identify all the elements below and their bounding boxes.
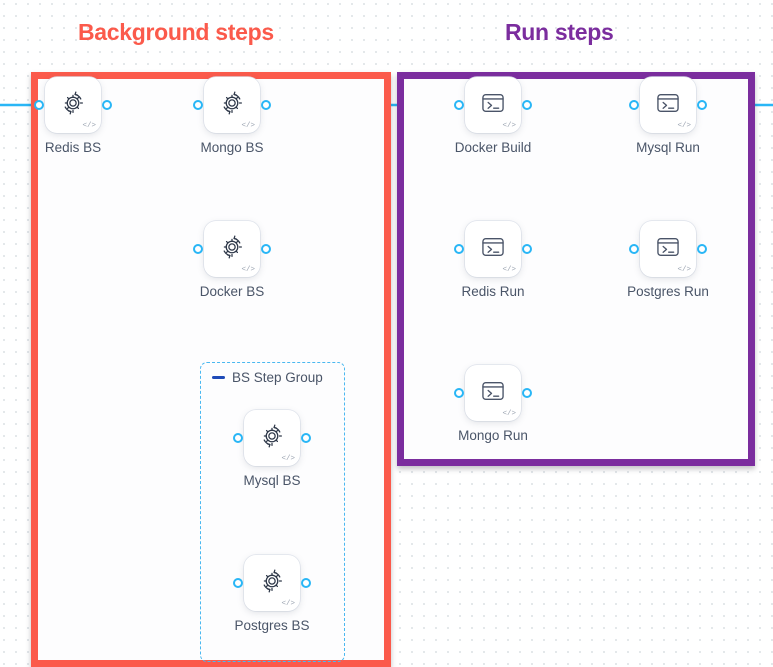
node-output-port[interactable] <box>522 100 532 110</box>
node-output-port[interactable] <box>697 244 707 254</box>
terminal-icon <box>479 233 507 261</box>
node-card[interactable]: </> <box>204 77 260 133</box>
node-code-badge: </> <box>502 265 516 274</box>
node-code-badge: </> <box>241 121 255 130</box>
node-label: Postgres Run <box>627 284 709 299</box>
node-card[interactable]: </> <box>465 221 521 277</box>
background-step-icon <box>59 89 87 117</box>
node-card[interactable]: </> <box>640 221 696 277</box>
step-group-header[interactable]: BS Step Group <box>212 370 323 385</box>
node-input-port[interactable] <box>454 388 464 398</box>
group-title-background-steps: Background steps <box>78 19 274 45</box>
node-code-badge: </> <box>281 599 295 608</box>
node-card[interactable]: </> <box>465 365 521 421</box>
background-step-icon <box>258 567 286 595</box>
node-label: Redis Run <box>461 284 525 299</box>
node-label: Mongo Run <box>458 428 528 443</box>
node-card[interactable]: </> <box>465 77 521 133</box>
node-input-port[interactable] <box>193 244 203 254</box>
group-frame-fill <box>404 79 748 459</box>
background-step-icon <box>218 89 246 117</box>
terminal-icon <box>654 89 682 117</box>
node-code-badge: </> <box>502 121 516 130</box>
node-output-port[interactable] <box>261 244 271 254</box>
node-card[interactable]: </> <box>244 410 300 466</box>
node-output-port[interactable] <box>261 100 271 110</box>
node-output-port[interactable] <box>301 433 311 443</box>
node-output-port[interactable] <box>102 100 112 110</box>
node-output-port[interactable] <box>697 100 707 110</box>
node-label: Mysql BS <box>243 473 301 488</box>
node-code-badge: </> <box>677 121 691 130</box>
node-postgres-bs[interactable]: </> Postgres BS <box>233 555 311 633</box>
node-label: Postgres BS <box>234 618 310 633</box>
node-card[interactable]: </> <box>244 555 300 611</box>
node-mysql-run[interactable]: </> Mysql Run <box>629 77 707 155</box>
node-input-port[interactable] <box>454 244 464 254</box>
node-label: Redis BS <box>44 140 102 155</box>
node-input-port[interactable] <box>193 100 203 110</box>
group-frame-fill <box>38 79 384 660</box>
node-input-port[interactable] <box>454 100 464 110</box>
node-output-port[interactable] <box>522 244 532 254</box>
terminal-icon <box>479 377 507 405</box>
node-mysql-bs[interactable]: </> Mysql BS <box>233 410 311 488</box>
group-frame-run-steps[interactable] <box>397 72 755 466</box>
node-output-port[interactable] <box>301 578 311 588</box>
node-code-badge: </> <box>677 265 691 274</box>
node-code-badge: </> <box>281 454 295 463</box>
step-group-label: BS Step Group <box>232 370 323 385</box>
node-input-port[interactable] <box>233 433 243 443</box>
node-input-port[interactable] <box>629 244 639 254</box>
node-code-badge: </> <box>241 265 255 274</box>
node-label: Mysql Run <box>636 140 700 155</box>
node-card[interactable]: </> <box>45 77 101 133</box>
node-docker-bs[interactable]: </> Docker BS <box>193 221 271 299</box>
node-input-port[interactable] <box>629 100 639 110</box>
node-code-badge: </> <box>82 121 96 130</box>
node-code-badge: </> <box>502 409 516 418</box>
node-input-port[interactable] <box>233 578 243 588</box>
minus-icon[interactable] <box>212 376 225 379</box>
node-redis-run[interactable]: </> Redis Run <box>454 221 532 299</box>
node-output-port[interactable] <box>522 388 532 398</box>
node-label: Mongo BS <box>200 140 264 155</box>
group-frame-background-steps[interactable] <box>31 72 391 667</box>
node-input-port[interactable] <box>34 100 44 110</box>
node-postgres-run[interactable]: </> Postgres Run <box>627 221 709 299</box>
node-label: Docker BS <box>199 284 265 299</box>
node-docker-build[interactable]: </> Docker Build <box>454 77 532 155</box>
node-mongo-bs[interactable]: </> Mongo BS <box>193 77 271 155</box>
terminal-icon <box>654 233 682 261</box>
node-mongo-run[interactable]: </> Mongo Run <box>454 365 532 443</box>
nested-step-group-bs[interactable] <box>200 362 345 662</box>
background-step-icon <box>258 422 286 450</box>
group-title-run-steps: Run steps <box>505 19 614 45</box>
terminal-icon <box>479 89 507 117</box>
background-step-icon <box>218 233 246 261</box>
node-label: Docker Build <box>454 140 532 155</box>
node-card[interactable]: </> <box>640 77 696 133</box>
node-card[interactable]: </> <box>204 221 260 277</box>
node-redis-bs[interactable]: </> Redis BS <box>34 77 112 155</box>
